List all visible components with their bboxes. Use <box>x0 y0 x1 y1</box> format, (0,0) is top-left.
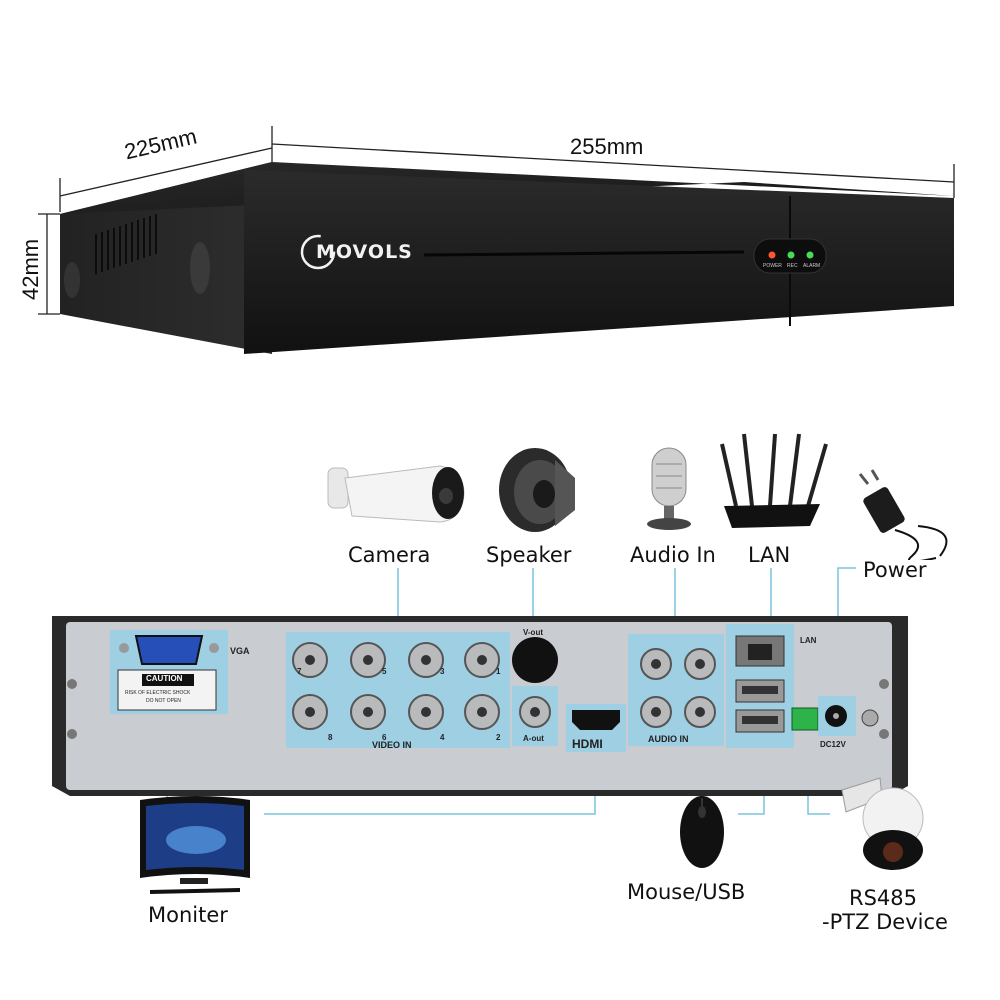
vout-port <box>512 637 558 683</box>
led-label-rec: REC <box>787 263 798 269</box>
ptz-camera-icon <box>841 777 924 870</box>
power-label: Power <box>863 558 927 582</box>
monitor-icon <box>140 796 250 894</box>
rear-panel-illustration <box>52 567 924 894</box>
vga-port <box>134 635 204 665</box>
caution-line-2: DO NOT OPEN <box>146 698 181 704</box>
channel-4-label: 4 <box>440 733 445 742</box>
power-led <box>768 251 776 259</box>
ptz-label-line-2: -PTZ Device <box>822 910 948 934</box>
camera-label: Camera <box>348 543 431 567</box>
side-foot-right <box>190 242 210 294</box>
width-dimension: 255mm <box>570 134 644 159</box>
side-vents <box>95 214 157 274</box>
device-icons <box>327 433 948 560</box>
video-in-label: VIDEO IN <box>372 740 412 750</box>
ptz-label-line-1: RS485 <box>849 886 918 910</box>
channel-3-label: 3 <box>440 667 445 676</box>
ground-screw <box>861 709 879 727</box>
speaker-icon <box>499 448 575 532</box>
vga-label: VGA <box>230 646 250 656</box>
led-label-alarm: ALARM <box>803 263 821 269</box>
audio-in-label: Audio In <box>630 543 716 567</box>
channel-8-label: 8 <box>328 733 333 742</box>
height-dimension: 42mm <box>18 238 43 300</box>
router-icon <box>720 433 828 528</box>
led-label-power: POWER <box>763 263 782 269</box>
alarm-led <box>806 251 814 259</box>
dc-label: DC12V <box>820 740 846 749</box>
channel-5-label: 5 <box>382 667 387 676</box>
caution-line-1: RISK OF ELECTRIC SHOCK <box>125 690 191 696</box>
lan-port-label: LAN <box>800 636 817 645</box>
dvr-front-face <box>244 170 954 354</box>
camera-icon <box>327 465 465 523</box>
rs485-terminal <box>791 707 819 731</box>
dvr-front-illustration <box>38 126 955 354</box>
channel-2-label: 2 <box>496 733 501 742</box>
channel-1-label: 1 <box>496 667 501 676</box>
audio-in-port-label: AUDIO IN <box>648 734 689 744</box>
hdmi-label: HDMI <box>572 737 603 751</box>
vout-label: V-out <box>523 628 543 637</box>
brand-logo-text: MOVOLS <box>316 241 413 263</box>
aout-label: A-out <box>523 734 544 743</box>
channel-6-label: 6 <box>382 733 387 742</box>
rec-led <box>787 251 795 259</box>
side-foot-left <box>64 262 80 298</box>
monitor-label: Moniter <box>148 903 228 927</box>
dimension-lines <box>38 126 955 315</box>
mouse-label: Mouse/USB <box>627 880 746 904</box>
mouse-icon <box>680 796 724 868</box>
audio-in-highlight <box>628 634 724 746</box>
microphone-icon <box>647 447 691 530</box>
power-adapter-icon <box>858 469 948 560</box>
speaker-label: Speaker <box>486 543 572 567</box>
lan-label: LAN <box>748 543 791 567</box>
caution-title: CAUTION <box>146 674 183 683</box>
channel-7-label: 7 <box>297 667 302 676</box>
hdmi-port <box>572 710 620 730</box>
brand-logo-ring <box>300 234 336 270</box>
